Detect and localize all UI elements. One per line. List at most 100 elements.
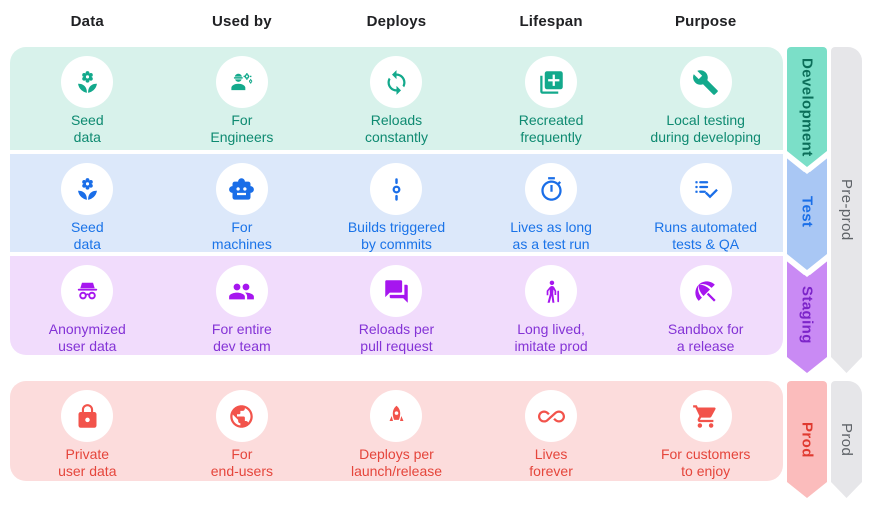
cell-staging-deploys: Reloads per pull request: [319, 256, 474, 355]
rocket-icon: [389, 405, 404, 421]
column-header-purpose: Purpose: [674, 13, 737, 30]
lock-icon: [78, 403, 97, 428]
icon-badge: [61, 56, 114, 108]
icon-badge: [525, 265, 578, 317]
icon-badge: [679, 163, 732, 215]
seed-icon: [77, 70, 97, 93]
incognito-icon: [77, 282, 97, 299]
row-staging: Anonymized user data For entire dev team…: [10, 256, 783, 355]
cell-text: Local testing during developing: [650, 112, 761, 145]
forum-icon: [385, 279, 408, 303]
cell-test-lifespan: Lives as long as a test run: [474, 154, 629, 252]
checklist-icon: [695, 180, 719, 198]
icon-badge: [215, 163, 268, 215]
cell-prod-purpose: For customers to enjoy: [628, 381, 783, 481]
cell-development-purpose: Local testing during developing: [628, 47, 783, 150]
cell-text: For entire dev team: [211, 321, 272, 354]
icon-badge: [370, 56, 423, 108]
pre-prod-rows-group: Seed data For Engineers: [10, 47, 783, 355]
cell-text: Runs automated tests & QA: [654, 219, 758, 252]
column-header-used-by: Used by: [212, 13, 272, 30]
icon-badge: [525, 163, 578, 215]
column-header-lifespan: Lifespan: [519, 13, 583, 30]
column-header-deploys: Deploys: [366, 13, 427, 30]
umbrella-icon: [695, 280, 716, 302]
cell-prod-lifespan: Lives forever: [474, 381, 629, 481]
icon-badge: [61, 163, 114, 215]
cell-development-deploys: Reloads constantly: [319, 47, 474, 150]
icon-badge: [215, 56, 268, 108]
row-development: Seed data For Engineers: [10, 47, 783, 150]
cell-text: Deploys per launch/release: [350, 446, 443, 479]
icon-badge: [370, 265, 423, 317]
cell-prod-deploys: Deploys per launch/release: [319, 381, 474, 481]
column-headers: Data Used by Deploys Lifespan Purpose: [10, 13, 783, 30]
wrench-icon: [693, 69, 719, 95]
commit-icon: [392, 177, 401, 201]
seed-icon: [77, 177, 97, 200]
cell-test-used-by: For machines: [165, 154, 320, 252]
icon-badge: [679, 265, 732, 317]
ribbon-prod: Prod: [787, 381, 827, 498]
icon-badge: [525, 56, 578, 108]
cell-text: Seed data: [70, 219, 104, 252]
cell-test-data: Seed data: [10, 154, 165, 252]
cell-text: Sandbox for a release: [667, 321, 744, 354]
cell-text: Reloads per pull request: [358, 321, 435, 354]
ribbon-test: Test: [787, 154, 827, 270]
icon-badge: [61, 390, 114, 442]
ribbon-pre-prod-group: Pre-prod: [831, 47, 862, 373]
icon-badge: [370, 163, 423, 215]
cell-text: For customers to enjoy: [660, 446, 751, 479]
cell-text: For Engineers: [210, 112, 274, 145]
row-test: Seed data For machines B: [10, 154, 783, 252]
icon-badge: [679, 390, 732, 442]
sync-icon: [387, 69, 406, 95]
robot-icon: [229, 177, 255, 200]
icon-badge: [215, 390, 268, 442]
engineer-icon: [231, 72, 253, 90]
ribbon-label: Staging: [798, 286, 816, 344]
icon-badge: [679, 56, 732, 108]
cell-staging-lifespan: Long lived, imitate prod: [474, 256, 629, 355]
cell-test-deploys: Builds triggered by commits: [319, 154, 474, 252]
ribbon-label: Prod: [798, 421, 816, 458]
cell-text: Builds triggered by commits: [347, 219, 446, 252]
icon-badge: [370, 390, 423, 442]
library-add-icon: [539, 70, 563, 94]
timer-icon: [540, 176, 562, 201]
group-icon: [229, 283, 255, 299]
cell-staging-used-by: For entire dev team: [165, 256, 320, 355]
cell-staging-purpose: Sandbox for a release: [628, 256, 783, 355]
infinity-icon: [537, 409, 565, 423]
ribbon-label: Test: [798, 196, 816, 228]
cell-text: Lives as long as a test run: [510, 219, 592, 252]
icon-badge: [215, 265, 268, 317]
cell-prod-data: Private user data: [10, 381, 165, 481]
ribbon-development: Development: [787, 47, 827, 167]
cell-text: Seed data: [70, 112, 104, 145]
cell-text: Lives forever: [529, 446, 573, 479]
ribbon-label: Pre-prod: [838, 179, 855, 241]
cell-text: Reloads constantly: [364, 112, 428, 145]
row-prod: Private user data For end-users Deploys …: [10, 381, 783, 481]
cell-development-lifespan: Recreated frequently: [474, 47, 629, 150]
ribbon-prod-group: Prod: [831, 381, 862, 498]
ribbon-label: Prod: [838, 422, 855, 457]
cell-text: For end-users: [210, 446, 274, 479]
cell-prod-used-by: For end-users: [165, 381, 320, 481]
cell-text: Anonymized user data: [48, 321, 126, 354]
ribbon-label: Development: [798, 57, 816, 157]
cell-text: Private user data: [58, 446, 117, 479]
column-header-data: Data: [70, 13, 104, 30]
globe-icon: [230, 404, 254, 428]
cell-text: Long lived, imitate prod: [514, 321, 588, 354]
cell-development-used-by: For Engineers: [165, 47, 320, 150]
cart-icon: [693, 404, 716, 428]
cell-staging-data: Anonymized user data: [10, 256, 165, 355]
cell-test-purpose: Runs automated tests & QA: [628, 154, 783, 252]
ribbon-staging: Staging: [787, 257, 827, 373]
cell-text: For machines: [211, 219, 272, 252]
elderly-icon: [546, 280, 559, 303]
